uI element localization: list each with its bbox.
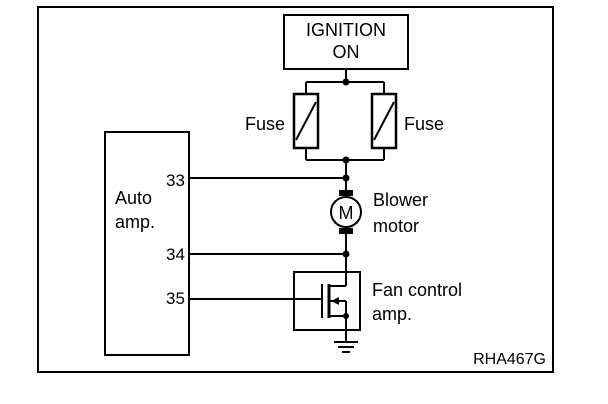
fan-control-amp xyxy=(293,254,361,342)
blower-label-line2: motor xyxy=(373,216,419,236)
junction-dot-33 xyxy=(342,174,350,182)
junction-dot-source xyxy=(343,313,349,319)
auto-amp-label-line2: amp. xyxy=(115,212,155,232)
blower-label-line1: Blower xyxy=(373,190,428,210)
pin-33-label: 33 xyxy=(166,171,185,190)
mosfet-arrow xyxy=(331,297,339,305)
ground-icon xyxy=(334,341,358,353)
fan-control-label-line2: amp. xyxy=(372,304,412,324)
fuse-left-label: Fuse xyxy=(245,114,285,134)
auto-amp-label-line1: Auto xyxy=(115,188,152,208)
junction-dot-mid xyxy=(342,156,350,164)
junction-dot-top xyxy=(342,78,350,86)
diagram-frame xyxy=(37,6,554,373)
motor-symbol: M xyxy=(339,203,354,223)
figure-code: RHA467G xyxy=(473,351,546,368)
ignition-label-line1: IGNITION xyxy=(306,20,386,40)
fan-control-label-line1: Fan control xyxy=(372,280,462,300)
signal-wires xyxy=(189,177,346,300)
pin-35-label: 35 xyxy=(166,289,185,308)
fuse-right-label: Fuse xyxy=(404,114,444,134)
pin-34-label: 34 xyxy=(166,245,185,264)
auto-amp-box xyxy=(104,131,190,356)
ignition-label-line2: ON xyxy=(333,42,360,62)
blower-motor xyxy=(330,190,362,254)
fuse-left xyxy=(292,92,320,150)
fuse-right xyxy=(370,92,398,150)
